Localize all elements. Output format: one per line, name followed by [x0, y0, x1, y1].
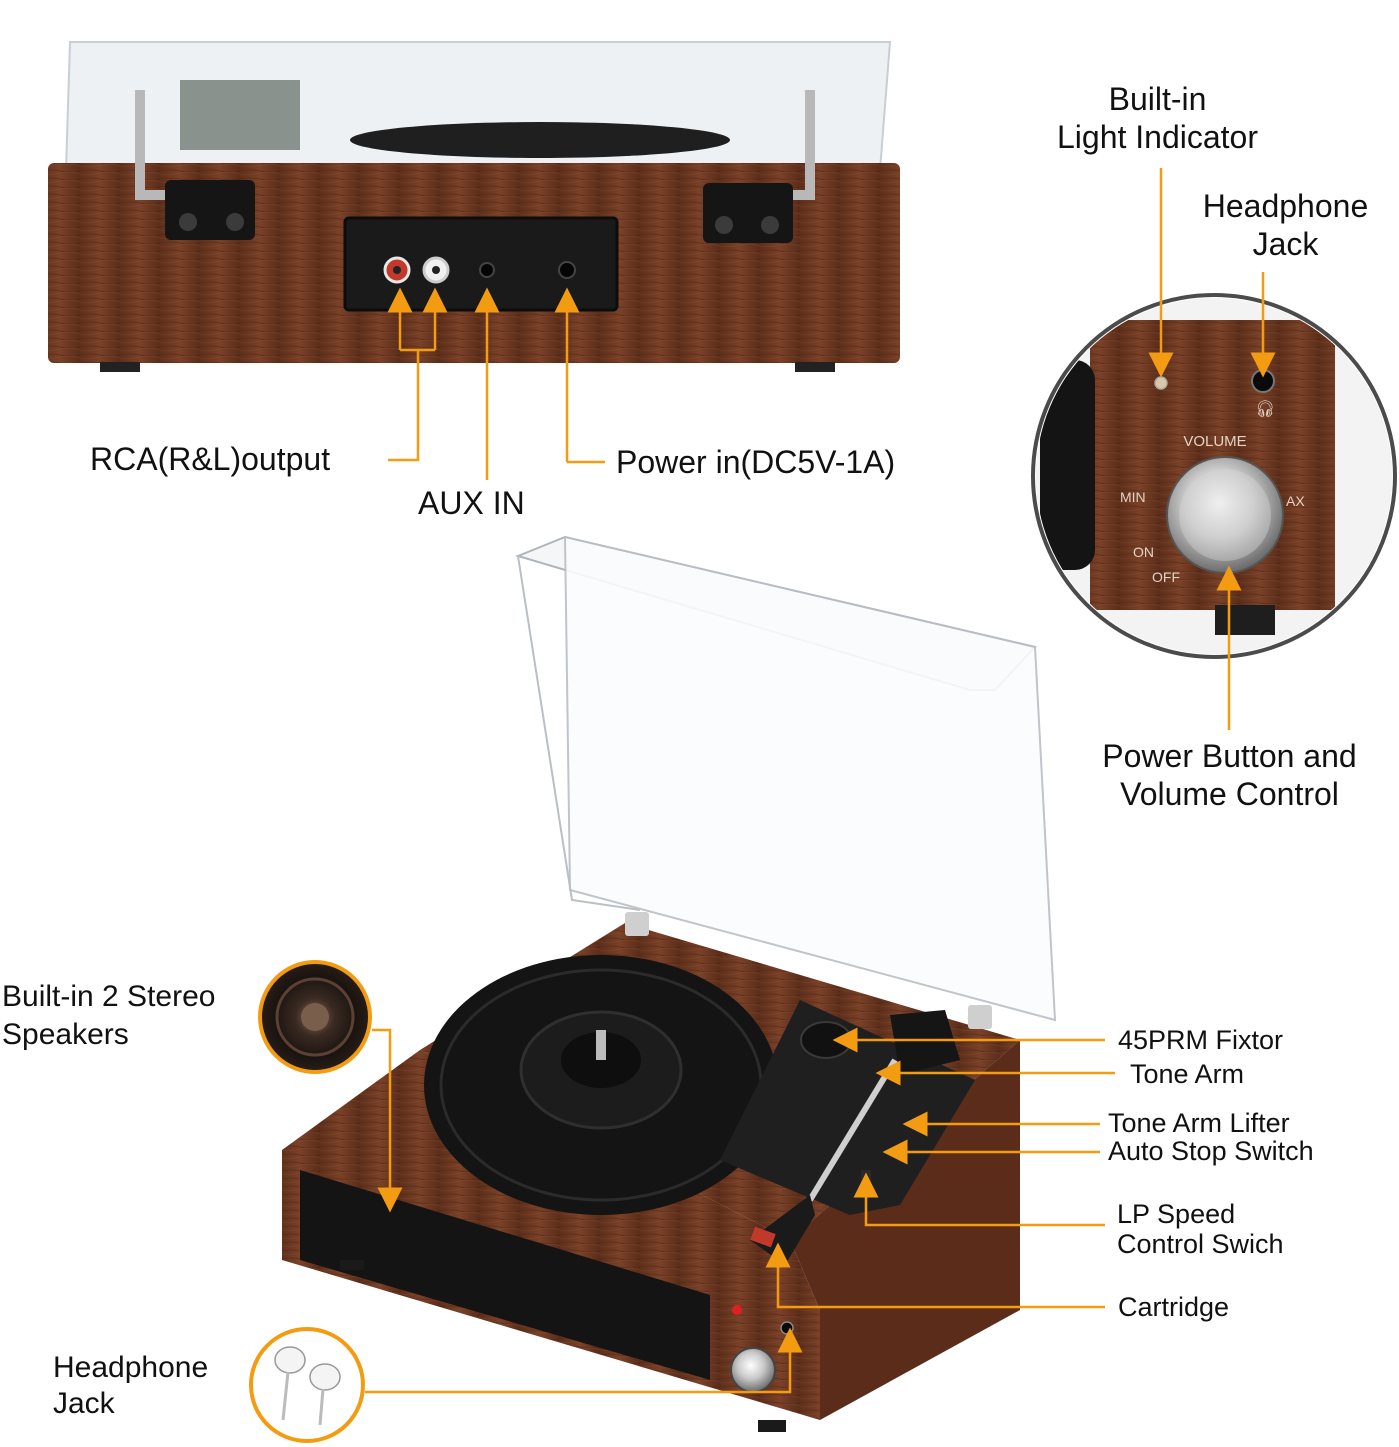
lp-speed-label: LP Speed Control Swich	[1117, 1199, 1284, 1259]
headphone-jack-top-label: Headphone Jack	[1188, 187, 1383, 263]
headphone-jack-bottom-label: Headphone Jack	[53, 1350, 208, 1422]
main-turntable	[282, 535, 1057, 1432]
speakers-line1: Built-in 2 Stereo	[2, 980, 216, 1013]
lp-speed-line1: LP Speed	[1117, 1199, 1236, 1229]
speakers-label: Built-in 2 Stereo Speakers	[2, 978, 215, 1054]
lp-speed-line2: Control Swich	[1117, 1229, 1284, 1259]
light-indicator-line2: Light Indicator	[1056, 119, 1258, 155]
power-volume-line2: Volume Control	[1120, 776, 1339, 812]
headphone-jack-top-line2: Jack	[1252, 226, 1319, 262]
headphone-symbol-icon: 🎧︎	[1255, 399, 1275, 418]
speakers-line2: Speakers	[2, 1018, 129, 1051]
cartridge-label: Cartridge	[1118, 1292, 1230, 1322]
knob-off-text: OFF	[1152, 569, 1180, 585]
power-volume-line1: Power Button and	[1102, 738, 1357, 774]
earphones-icon	[249, 1327, 365, 1443]
headphone-jack-bottom-line1: Headphone	[53, 1351, 209, 1384]
knob-on-text: ON	[1133, 544, 1154, 560]
knob-min-text: MIN	[1120, 489, 1146, 505]
power-volume-label: Power Button and Volume Control	[1082, 737, 1377, 813]
power-in-label: Power in(DC5V-1A)	[616, 444, 896, 480]
light-indicator-label: Built-in Light Indicator	[1040, 80, 1275, 156]
speaker-driver-icon	[258, 960, 372, 1074]
callout-arrows	[365, 1027, 1115, 1394]
light-indicator-line1: Built-in	[1108, 81, 1207, 117]
knob-volume-text: VOLUME	[1183, 433, 1246, 450]
back-view-turntable	[48, 41, 900, 480]
fixtor-45rpm-label: 45PRM Fixtor	[1118, 1025, 1284, 1055]
auto-stop-switch-label: Auto Stop Switch	[1108, 1136, 1314, 1166]
aux-in-label: AUX IN	[418, 485, 525, 521]
headphone-jack-bottom-line2: Jack	[53, 1387, 115, 1420]
knob-max-text: AX	[1286, 493, 1305, 509]
headphone-jack-top-line1: Headphone	[1202, 188, 1369, 224]
rca-output-label: RCA(R&L)output	[90, 441, 331, 477]
control-detail-circle: VOLUME MIN AX ON OFF 🎧︎	[1031, 168, 1397, 730]
tone-arm-lifter-label: Tone Arm Lifter	[1108, 1108, 1290, 1138]
tone-arm-label: Tone Arm	[1130, 1059, 1245, 1089]
